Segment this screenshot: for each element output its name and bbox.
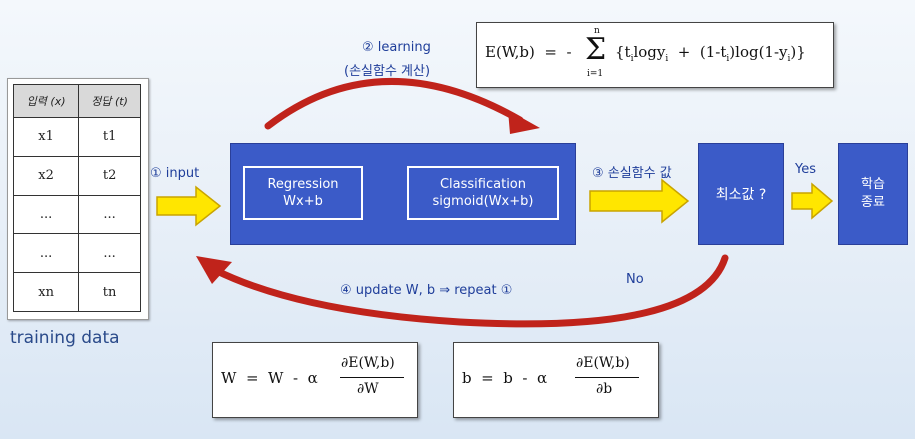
learning-arc-head xyxy=(508,110,540,134)
fraction-bar xyxy=(575,377,639,378)
table-row: xn tn xyxy=(12,272,141,312)
training-data-table: 입력 (x) 정답 (t) x1 t1 x2 t2 ... ... ... ..… xyxy=(7,78,149,320)
training-end-line2: 종료 xyxy=(861,195,885,210)
regression-formula: Wx+b xyxy=(283,194,323,209)
step2-learning-label: ② learning xyxy=(362,40,431,55)
w-update-lhs: W = W - α xyxy=(221,369,318,387)
classification-formula: sigmoid(Wx+b) xyxy=(432,194,534,209)
table-header-answer: 정답 (t) xyxy=(78,84,141,118)
step3-loss-value-label: ③ 손실함수 값 xyxy=(592,166,672,181)
b-update-numerator: ∂E(W,b) xyxy=(576,355,630,371)
training-data-label: training data xyxy=(10,328,120,348)
learning-arc xyxy=(264,77,524,130)
table-cell: ... xyxy=(12,233,80,274)
b-update-denominator: ∂b xyxy=(596,381,613,397)
loss-function-formula: E(W,b) = - n Σ i=1 {tilogyi + (1-ti)log(… xyxy=(476,22,834,88)
table-cell: ... xyxy=(12,194,80,235)
sigma-symbol: Σ xyxy=(585,32,607,67)
step2-subtitle: (손실함수 계산) xyxy=(344,64,431,79)
fraction-bar xyxy=(340,377,404,378)
minimum-check-label: 최소값 ? xyxy=(715,187,767,203)
b-update-formula: b = b - α ∂E(W,b) ∂b xyxy=(453,342,659,418)
w-update-formula: W = W - α ∂E(W,b) ∂W xyxy=(212,342,418,418)
table-header-input: 입력 (x) xyxy=(12,84,80,118)
table-row: x2 t2 xyxy=(12,155,141,196)
classification-title: Classification xyxy=(439,177,527,192)
b-update-lhs: b = b - α xyxy=(462,369,548,387)
w-update-numerator: ∂E(W,b) xyxy=(341,355,395,371)
training-end-line1: 학습 xyxy=(861,177,885,192)
w-update-denominator: ∂W xyxy=(357,381,379,397)
update-arc-head xyxy=(196,256,232,284)
update-arc xyxy=(211,254,729,328)
step1-input-label: ① input xyxy=(150,166,200,181)
no-label: No xyxy=(626,272,644,287)
regression-title: Regression xyxy=(267,177,339,192)
input-arrow xyxy=(156,185,222,227)
yes-label: Yes xyxy=(795,162,816,177)
step4-update-label: ④ update W, b ⇒ repeat ① xyxy=(340,283,513,298)
training-end-box: 학습 종료 xyxy=(838,143,908,245)
model-box: Regression Wx+b Classification sigmoid(W… xyxy=(230,143,576,245)
minimum-check-box: 최소값 ? xyxy=(698,143,784,245)
table-cell: t2 xyxy=(78,155,141,196)
sum-lower-limit: i=1 xyxy=(587,69,604,79)
table-cell: x2 xyxy=(12,155,80,196)
table-row: ... ... xyxy=(12,194,141,235)
sum-upper-limit: n xyxy=(594,26,600,36)
loss-lhs: E(W,b) = - xyxy=(485,43,572,61)
table-cell: tn xyxy=(78,272,141,312)
loss-rhs: {tilogyi + (1-ti)log(1-yi)} xyxy=(615,43,806,64)
table-cell: xn xyxy=(12,272,80,312)
regression-box: Regression Wx+b xyxy=(243,166,363,220)
classification-box: Classification sigmoid(Wx+b) xyxy=(407,166,559,220)
loss-arrow xyxy=(589,178,690,224)
yes-arrow xyxy=(791,182,834,220)
